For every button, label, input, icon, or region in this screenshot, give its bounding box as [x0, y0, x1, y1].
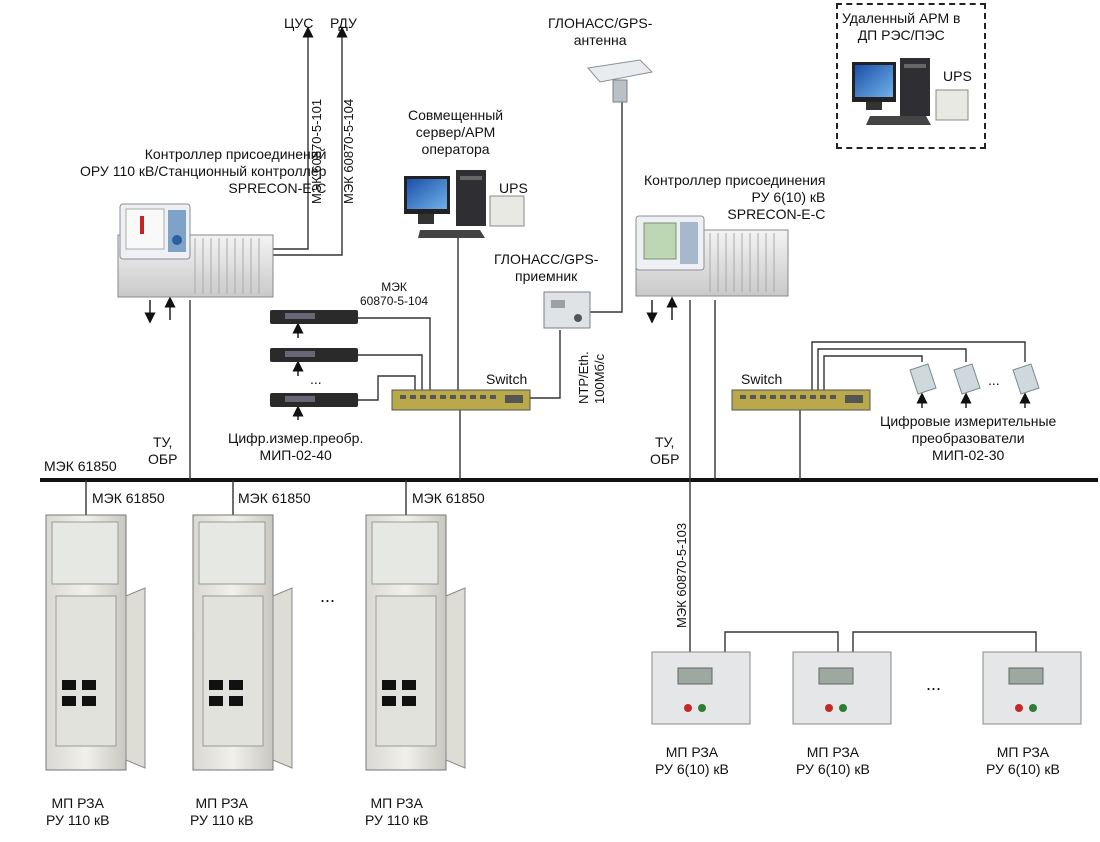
link-iec104-label: МЭК 60870-5-104	[341, 98, 356, 204]
remote-ups-label: UPS	[943, 68, 972, 84]
cabinet-2-label: МП РЗА РУ 110 кВ	[190, 795, 254, 828]
mip-02-40-label: Цифр.измер.преобр. МИП-02-40	[228, 430, 364, 463]
relay-6kv-3	[982, 651, 1082, 725]
cabinet-110kv-2	[192, 514, 293, 771]
switch-right-device	[731, 389, 871, 411]
mip-02-40-protocol-label: МЭК 60870-5-104	[360, 280, 429, 308]
gps-antenna-label: ГЛОНАСС/GPS- антенна	[548, 15, 653, 48]
mip-02-30-label: Цифровые измерительные преобразователи М…	[880, 413, 1057, 463]
gps-receiver-label: ГЛОНАСС/GPS- приемник	[494, 251, 599, 284]
main-bus-label: МЭК 61850	[44, 458, 117, 474]
cabinets-dots: ...	[320, 586, 336, 606]
controller-left-device	[117, 203, 274, 298]
cabinet-3-label: МП РЗА РУ 110 кВ	[365, 795, 429, 828]
tu-obr-right-label: ТУ, ОБР	[650, 434, 680, 467]
switch-left-device	[391, 389, 531, 411]
mip-02-30-units	[909, 363, 1040, 395]
relay-6kv-2	[792, 651, 892, 725]
cus-label: ЦУС	[284, 15, 314, 31]
gps-receiver-device	[543, 291, 591, 329]
server-ups-label: UPS	[499, 180, 528, 196]
server-workstation-device	[404, 170, 525, 238]
controller-left-label: Контроллер присоединений ОРУ 110 кВ/Стан…	[80, 146, 327, 196]
mip-02-40-units	[270, 310, 358, 407]
gps-antenna-device	[587, 59, 654, 103]
server-label: Совмещенный сервер/АРМ оператора	[408, 107, 504, 157]
switch-left-label: Switch	[486, 371, 528, 387]
relay-2-label: МП РЗА РУ 6(10) кВ	[796, 744, 870, 777]
cabinet-3-link-label: МЭК 61850	[412, 490, 485, 506]
remote-arm-label: Удаленный АРМ в ДП РЭС/ПЭС	[842, 10, 961, 43]
rdu-label: РДУ	[330, 15, 357, 31]
cabinet-1-label: МП РЗА РУ 110 кВ	[46, 795, 110, 828]
tu-obr-left-label: ТУ, ОБР	[148, 434, 178, 467]
relay-1-label: МП РЗА РУ 6(10) кВ	[655, 744, 729, 777]
relays-dots: ...	[926, 674, 942, 694]
cabinet-110kv-3	[365, 514, 466, 771]
remote-arm-frame	[836, 3, 986, 149]
controller-right-device	[635, 215, 789, 297]
switch-right-label: Switch	[741, 371, 783, 387]
ntp-link-label: NTP/Eth. 100Мб/с	[576, 351, 607, 404]
mip-02-30-dots: ...	[988, 372, 1000, 388]
controller-right-label: Контроллер присоединения РУ 6(10) кВ SPR…	[644, 172, 826, 222]
cabinet-110kv-1	[45, 514, 146, 771]
relay-6kv-1	[651, 651, 751, 725]
cabinet-2-link-label: МЭК 61850	[238, 490, 311, 506]
cabinet-1-link-label: МЭК 61850	[92, 490, 165, 506]
relay-3-label: МП РЗА РУ 6(10) кВ	[986, 744, 1060, 777]
remote-arm-device	[852, 58, 969, 125]
mip-02-40-dots: ...	[310, 371, 322, 387]
link-iec103-label: МЭК 60870-5-103	[674, 522, 689, 628]
